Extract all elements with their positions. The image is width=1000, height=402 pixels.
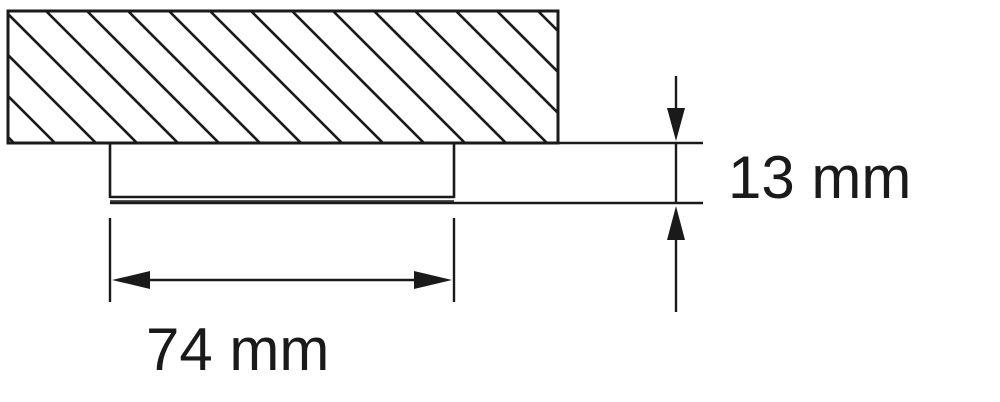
hatched-panel (6, 9, 560, 145)
width-arrow-right-icon (414, 271, 452, 289)
panel-hatching (8, 11, 558, 143)
device-body (108, 143, 456, 202)
height-label: 13 mm (728, 144, 911, 211)
height-arrow-up-icon (667, 206, 685, 240)
height-dimension: 13 mm (667, 76, 911, 312)
width-label: 74 mm (146, 316, 329, 383)
width-arrow-left-icon (112, 271, 150, 289)
height-arrow-down-icon (667, 108, 685, 141)
width-dimension: 74 mm (108, 218, 456, 383)
